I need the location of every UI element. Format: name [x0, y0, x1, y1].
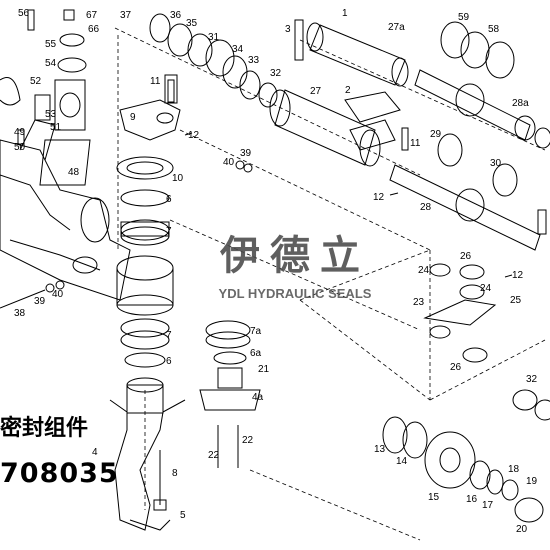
callout-16: 16: [466, 494, 478, 505]
callout-39-left: 39: [34, 296, 46, 307]
callout-55: 55: [45, 39, 57, 50]
callout-32-top: 32: [270, 68, 282, 79]
callout-28a: 28a: [512, 98, 529, 109]
callout-23: 23: [413, 297, 425, 308]
upper-bearing-stack: [116, 156, 174, 246]
callout-27a: 27a: [388, 22, 405, 33]
callout-12-left: 12: [188, 130, 200, 141]
callout-31: 31: [208, 32, 220, 43]
callout-15: 15: [428, 492, 440, 503]
callout-14: 14: [396, 456, 408, 467]
callout-20: 20: [516, 524, 528, 535]
side-part-code: 708035: [0, 458, 119, 489]
callout-6-lower: 6: [166, 356, 172, 367]
bolt-set-left: [0, 9, 65, 309]
callout-8: 8: [172, 468, 178, 479]
callout-27: 27: [310, 86, 322, 97]
callout-13: 13: [374, 444, 386, 455]
callout-17: 17: [482, 500, 494, 511]
callout-40-top: 40: [223, 157, 235, 168]
assembly-guide-lines: [114, 27, 546, 541]
watermark: 伊德立 YDL HYDRAULIC SEALS: [206, 232, 384, 312]
callout-35: 35: [186, 18, 198, 29]
pin-set: [167, 79, 513, 278]
steering-lever: [119, 74, 181, 141]
callout-30: 30: [490, 158, 502, 169]
secondary-bearing-stack: [199, 320, 261, 468]
callout-12-mid: 12: [373, 192, 385, 203]
cylinder-body: [269, 89, 401, 167]
callout-6a: 6a: [250, 348, 262, 359]
callout-51: 51: [50, 122, 62, 133]
callout-7a: 7a: [250, 326, 262, 337]
callout-52: 52: [30, 76, 42, 87]
callout-1: 1: [342, 8, 348, 19]
piston-rod-lower: [389, 133, 547, 251]
callout-39-top: 39: [240, 148, 252, 159]
callout-32-right: 32: [526, 374, 538, 385]
callout-18: 18: [508, 464, 520, 475]
callout-9: 9: [130, 112, 136, 123]
callout-59: 59: [458, 12, 470, 23]
callout-56: 56: [18, 8, 30, 19]
callout-40-left: 40: [52, 289, 64, 300]
callout-24-left: 24: [418, 265, 430, 276]
callout-28: 28: [420, 202, 432, 213]
callout-58: 58: [488, 24, 500, 35]
callout-5: 5: [180, 510, 186, 521]
callout-48: 48: [68, 167, 80, 178]
callout-7-upper: 7: [166, 226, 172, 237]
knuckle-pivot: [116, 255, 174, 316]
watermark-english: YDL HYDRAULIC SEALS: [218, 286, 372, 301]
seal-ring-set-top: [149, 13, 278, 108]
callout-10: 10: [172, 173, 184, 184]
callout-11-left: 11: [150, 76, 161, 87]
callout-50: 50: [14, 142, 26, 153]
callout-2: 2: [345, 85, 351, 96]
callout-26-top: 26: [460, 251, 472, 262]
callout-33: 33: [248, 55, 260, 66]
callout-6-upper: 6: [166, 194, 172, 205]
callout-38: 38: [14, 308, 26, 319]
callout-4: 4: [92, 447, 98, 458]
callout-26-bottom: 26: [450, 362, 462, 373]
wheel-hub-assembly: [382, 416, 544, 523]
callout-11-right: 11: [410, 138, 421, 149]
side-title: 密封组件: [0, 416, 89, 441]
callout-36: 36: [170, 10, 182, 21]
callout-29: 29: [430, 129, 442, 140]
cylinder-tube: [294, 19, 409, 87]
callout-22-right: 22: [242, 435, 254, 446]
callout-66: 66: [88, 24, 100, 35]
callout-3: 3: [285, 24, 291, 35]
piston-rod-upper: [414, 21, 550, 149]
steering-link: [423, 263, 550, 421]
callout-67: 67: [86, 10, 98, 21]
callout-53: 53: [45, 109, 57, 120]
lower-bearing-stack: [120, 318, 170, 368]
callout-7-lower: 7: [166, 330, 172, 341]
watermark-chinese: 伊德立: [220, 232, 370, 279]
callout-49: 49: [14, 127, 26, 138]
callout-25: 25: [510, 295, 522, 306]
callout-4a: 4a: [252, 392, 264, 403]
callout-37: 37: [120, 10, 132, 21]
callout-19: 19: [526, 476, 538, 487]
callout-21: 21: [258, 364, 270, 375]
sensor-assembly: [0, 9, 91, 186]
lower-knuckle-arm: [109, 377, 186, 531]
callout-24-right: 24: [480, 283, 492, 294]
callout-22-left: 22: [208, 450, 220, 461]
callout-54: 54: [45, 58, 57, 69]
callout-34: 34: [232, 44, 244, 55]
axle-housing: [0, 119, 131, 301]
callout-12-right: 12: [512, 270, 524, 281]
